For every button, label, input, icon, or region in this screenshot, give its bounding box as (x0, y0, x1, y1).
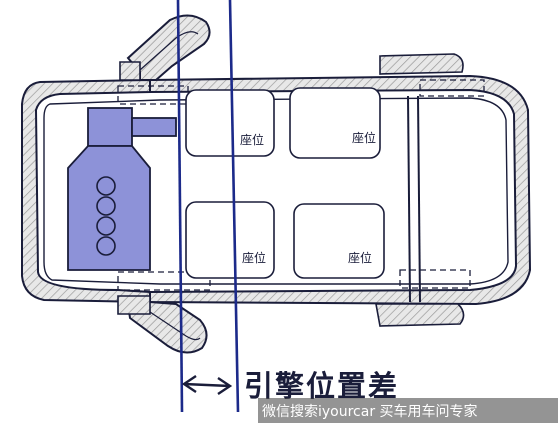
seat-front-right (289, 87, 381, 159)
seat-label-rear-right: 座位 (348, 250, 372, 265)
engine-offset-annotation: 引擎位置差 (244, 369, 399, 403)
seat-rear-left (185, 201, 275, 279)
rear-pillars (407, 95, 421, 303)
seat-label-rear-left: 座位 (242, 250, 266, 265)
guide-line-right (228, 0, 240, 413)
seat-front-left (185, 89, 275, 157)
top-mirror (119, 14, 211, 81)
guide-line-left (176, 0, 184, 413)
watermark-text: 微信搜索iyourcar 买车用车问专家 (262, 404, 478, 420)
watermark-background (258, 398, 558, 423)
seat-rear-right (293, 203, 385, 279)
seat-label-front-left: 座位 (240, 132, 264, 147)
dimension-arrow (181, 375, 233, 395)
engine-cylinders (96, 176, 116, 256)
bottom-mirror (117, 295, 208, 354)
engine-top-cap (87, 107, 133, 147)
seat-labels: 座位 座位 座位 座位 (240, 130, 376, 265)
right-fixtures (375, 53, 465, 327)
engine-body (67, 145, 151, 271)
wheel-outlines (117, 79, 485, 291)
guide-lines (176, 0, 240, 413)
engine (67, 107, 177, 271)
seat-label-front-right: 座位 (352, 130, 376, 145)
engine-shaft (131, 117, 177, 137)
seats (185, 87, 385, 279)
